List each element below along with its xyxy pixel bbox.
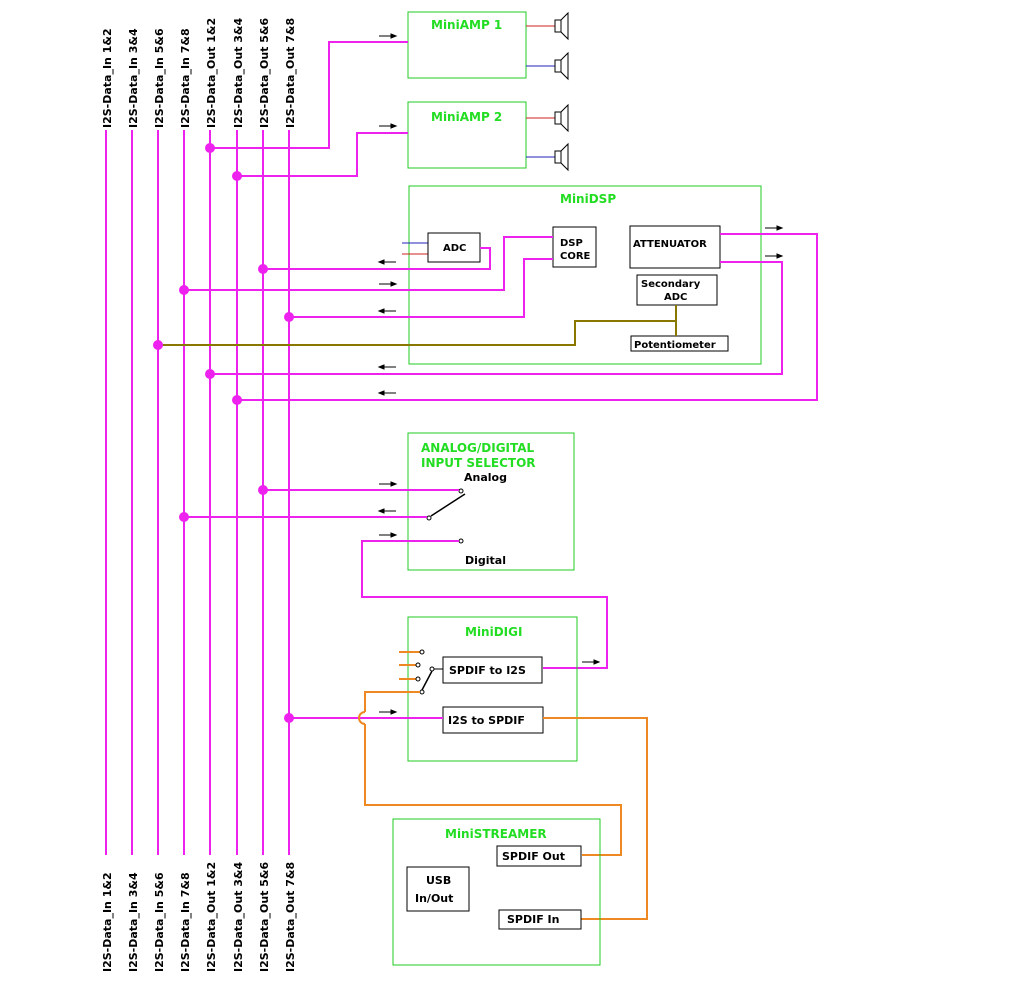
bus-lines (105, 130, 290, 855)
miniamp1-block: MiniAMP 1 (407, 11, 569, 81)
miniamp1-title: MiniAMP 1 (431, 18, 502, 32)
potentiometer-box (630, 335, 729, 352)
secondary-adc-label-1: Secondary (641, 279, 701, 290)
arrow-left-icon (377, 308, 396, 314)
minidsp-block: MiniDSP ADC DSP CORE ATTENUATOR Secondar… (402, 185, 762, 365)
spdif-out-box (496, 845, 582, 867)
arrow-right-icon (379, 281, 398, 287)
arrow-right-icon (379, 123, 398, 129)
bus-label-top-in-56: I2S-Data_In 5&6 (153, 28, 166, 128)
input-selector-title-2: INPUT SELECTOR (421, 456, 536, 470)
bus-label-bottom-out-34: I2S-Data_Out 3&4 (232, 862, 245, 972)
analog-label: Analog (464, 471, 507, 484)
miniamp2-title: MiniAMP 2 (431, 110, 502, 124)
usb-label-2: In/Out (415, 892, 453, 905)
dsp-core-box (552, 226, 597, 268)
bus-label-bottom-out-56: I2S-Data_Out 5&6 (258, 862, 271, 972)
bus-label-bottom-in-56: I2S-Data_In 5&6 (153, 872, 166, 972)
spdif-in-box (498, 909, 582, 930)
usb-box (406, 866, 470, 912)
dsp-core-label-2: CORE (560, 251, 591, 262)
minidsp-wires (158, 233, 818, 401)
adc-box (427, 232, 481, 263)
bus-label-bottom-in-12: I2S-Data_In 1&2 (101, 872, 114, 972)
speaker-icon (526, 142, 569, 172)
bus-labels-top: I2S-Data_In 1&2 I2S-Data_In 3&4 I2S-Data… (101, 18, 297, 128)
digital-label: Digital (465, 554, 506, 567)
minidsp-title: MiniDSP (560, 192, 616, 206)
arrow-right-icon (379, 481, 398, 487)
bus-label-top-out-56: I2S-Data_Out 5&6 (258, 18, 271, 128)
secondary-adc-label-2: ADC (664, 292, 687, 303)
ministreamer-block: MiniSTREAMER SPDIF Out USB In/Out SPDIF … (392, 818, 601, 966)
input-selector-block: ANALOG/DIGITAL INPUT SELECTOR Analog Dig… (407, 432, 575, 571)
i2s-to-spdif-label: I2S to SPDIF (448, 714, 525, 727)
bus-label-bottom-in-78: I2S-Data_In 7&8 (179, 872, 192, 972)
minidigi-wires (289, 691, 648, 920)
arrow-left-icon (377, 364, 396, 370)
bus-label-top-in-34: I2S-Data_In 3&4 (127, 28, 140, 128)
spdif-out-label: SPDIF Out (502, 850, 565, 863)
spdif-to-i2s-box (442, 656, 543, 684)
bus-label-top-out-12: I2S-Data_Out 1&2 (205, 18, 218, 128)
arrow-right-icon (582, 659, 601, 665)
potentiometer-label: Potentiometer (634, 340, 716, 351)
spdif-in-label: SPDIF In (507, 913, 559, 926)
adc-label: ADC (443, 243, 466, 254)
bus-label-bottom-out-78: I2S-Data_Out 7&8 (284, 862, 297, 972)
arrow-right-icon (765, 225, 784, 231)
miniamp-wires (210, 41, 408, 177)
speaker-icon (526, 103, 569, 133)
arrow-right-icon (379, 532, 398, 538)
ministreamer-title: MiniSTREAMER (445, 827, 547, 841)
bus-labels-bottom: I2S-Data_In 1&2 I2S-Data_In 3&4 I2S-Data… (101, 862, 297, 972)
dsp-core-label-1: DSP (560, 238, 583, 249)
minidigi-block: MiniDIGI SPDIF to I2S I2S to SPDIF (399, 616, 578, 762)
secondary-adc-box (636, 274, 718, 306)
speaker-icon (526, 11, 569, 41)
usb-label-1: USB (426, 874, 451, 887)
i2s-to-spdif-box (442, 706, 544, 734)
bus-label-bottom-out-12: I2S-Data_Out 1&2 (205, 862, 218, 972)
arrow-left-icon (377, 390, 396, 396)
bus-label-top-in-12: I2S-Data_In 1&2 (101, 28, 114, 128)
junction-dots (153, 143, 294, 723)
miniamp2-block: MiniAMP 2 (407, 101, 569, 172)
spdif-to-i2s-label: SPDIF to I2S (449, 664, 526, 677)
input-selector-title-1: ANALOG/DIGITAL (421, 441, 535, 455)
bus-label-top-out-78: I2S-Data_Out 7&8 (284, 18, 297, 128)
spdif-input-switch (399, 649, 443, 695)
selector-switch (426, 488, 466, 544)
bus-label-top-in-78: I2S-Data_In 7&8 (179, 28, 192, 128)
arrow-right-icon (379, 709, 398, 715)
arrow-right-icon (765, 253, 784, 259)
attenuator-label: ATTENUATOR (633, 239, 707, 250)
arrow-right-icon (379, 33, 398, 39)
bus-label-top-out-34: I2S-Data_Out 3&4 (232, 18, 245, 128)
arrow-left-icon (377, 259, 396, 265)
speaker-icon (526, 51, 569, 81)
arrow-left-icon (377, 508, 396, 514)
bus-label-bottom-in-34: I2S-Data_In 3&4 (127, 872, 140, 972)
attenuator-box (629, 225, 721, 269)
selector-wires (184, 489, 608, 669)
direction-arrows (377, 33, 784, 715)
minidigi-title: MiniDIGI (465, 625, 522, 639)
